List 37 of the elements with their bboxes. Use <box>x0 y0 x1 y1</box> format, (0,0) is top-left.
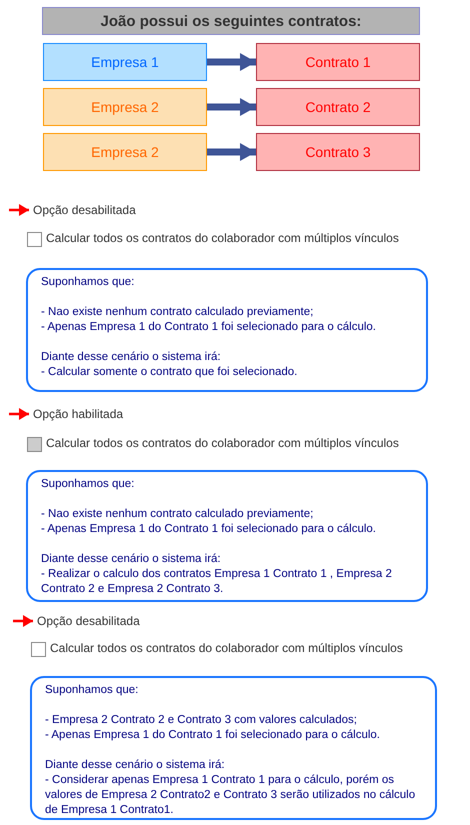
title-box: João possui os seguintes contratos: <box>42 7 420 35</box>
scenario-text: - Empresa 2 Contrato 2 e Contrato 3 com valores calculados; <box>45 713 358 728</box>
scenario-heading: Diante desse cenário o sistema irá: <box>41 552 222 567</box>
scenario-text: - Realizar o calculo dos contratos Empresa 1 Contrato 1 , Empresa 2 Contrato 2 e Empresa 2 Contrato 3. <box>41 567 393 597</box>
scenario-text: - Apenas Empresa 1 do Contrato 1 foi selecionado para o cálculo. <box>41 320 377 335</box>
arrow <box>9 204 29 216</box>
contract-box: Contrato 2 <box>256 88 420 126</box>
scenario-heading: Suponhamos que: <box>41 477 136 492</box>
scenario-panel <box>26 470 428 602</box>
scenario-text: - Calcular somente o contrato que foi selecionado. <box>41 365 298 380</box>
scenario-text: - Apenas Empresa 1 do Contrato 1 foi selecionado para o cálculo. <box>45 728 381 743</box>
scenario-panel <box>30 676 437 820</box>
option-heading: Opção desabilitada <box>33 203 136 217</box>
arrow <box>13 615 33 627</box>
arrow <box>207 143 256 161</box>
arrow <box>207 98 256 116</box>
option-heading: Opção desabilitada <box>37 614 140 628</box>
scenario-text: - Considerar apenas Empresa 1 Contrato 1 para o cálculo, porém os valores de Empresa 2 Contrato2 e Contrato 3 serão utilizados no cálculo de Empresa 1 Contrato1. <box>45 773 416 818</box>
scenario-heading: Diante desse cenário o sistema irá: <box>41 350 222 365</box>
company-box: Empresa 2 <box>43 88 207 126</box>
company-box: Empresa 1 <box>43 43 207 81</box>
company-box: Empresa 2 <box>43 133 207 171</box>
checkbox-label: Calcular todos os contratos do colaborador com múltiplos vínculos <box>46 231 399 245</box>
scenario-heading: Suponhamos que: <box>41 275 136 290</box>
contract-box: Contrato 3 <box>256 133 420 171</box>
scenario-heading: Diante desse cenário o sistema irá: <box>45 758 226 773</box>
scenario-heading: Suponhamos que: <box>45 683 140 698</box>
scenario-text: - Nao existe nenhum contrato calculado previamente; <box>41 305 314 320</box>
scenario-panel <box>26 268 428 392</box>
option-heading: Opção habilitada <box>33 407 124 421</box>
contract-box: Contrato 1 <box>256 43 420 81</box>
checkbox-label: Calcular todos os contratos do colaborador com múltiplos vínculos <box>50 641 403 655</box>
arrow <box>207 53 256 71</box>
arrow <box>9 408 29 420</box>
scenario-text: - Apenas Empresa 1 do Contrato 1 foi selecionado para o cálculo. <box>41 522 377 537</box>
checkbox-label: Calcular todos os contratos do colaborador com múltiplos vínculos <box>46 436 399 450</box>
scenario-text: - Nao existe nenhum contrato calculado previamente; <box>41 507 314 522</box>
